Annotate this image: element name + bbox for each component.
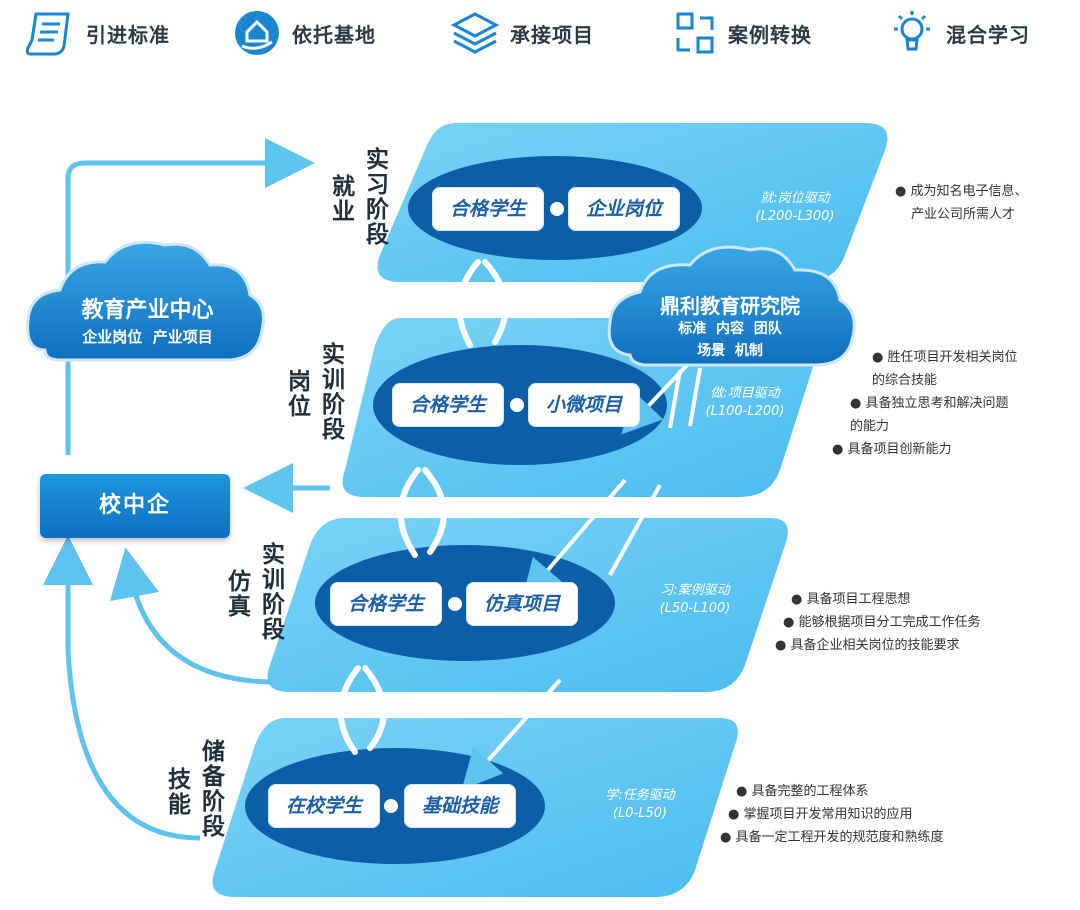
bullet-line: ● 掌握项目开发常用知识的应用 [728, 807, 913, 822]
stage-level: (L200-L300) [755, 209, 835, 224]
top-item-standards: 引进标准 [24, 8, 170, 58]
document-scroll-icon [25, 12, 70, 56]
top-item-base: 依托基地 [232, 8, 376, 58]
pill-left: 合格学生 [330, 582, 442, 626]
pill-right: 企业岗位 [568, 187, 680, 231]
research-institute-cloud [607, 245, 856, 367]
xiao-zhong-qi-box: 校中企 [40, 474, 230, 538]
stage-title-col1: 岗位 [288, 369, 311, 420]
bullet-line: ● 具备独立思考和解决问题 [850, 396, 1009, 411]
top-item-label: 依托基地 [292, 22, 376, 47]
top-item-label: 混合学习 [946, 22, 1030, 47]
lightbulb-icon [894, 11, 930, 51]
top-item-projects: 承接项目 [450, 8, 594, 58]
education-cloud-subtitle: 企业岗位 产业项目 [82, 328, 213, 346]
pill-left: 合格学生 [392, 383, 504, 427]
research-arrows [461, 360, 702, 790]
top-item-label: 承接项目 [510, 22, 594, 47]
research-cloud-line2: 场景 机制 [697, 343, 763, 359]
research-cloud-title: 鼎利教育研究院 [660, 294, 800, 318]
bullet-line: ● 具备完整的工程体系 [736, 784, 869, 799]
education-industry-cloud [26, 240, 265, 362]
stage-title-col1: 就业 [332, 174, 355, 225]
pill-right: 仿真项目 [466, 582, 578, 626]
bullet-line: 产业公司所需人才 [911, 207, 1016, 222]
stage-level: (L100-L200) [705, 404, 785, 419]
stage-drive: 做:项目驱动 [710, 386, 780, 401]
pill-left: 在校学生 [268, 784, 380, 828]
bullet-line: ● 具备项目工程思想 [791, 592, 911, 607]
top-item-case: 案例转换 [672, 8, 812, 58]
stage-drive: 就:岗位驱动 [760, 191, 830, 206]
stage-title-col2: 实习阶段 [366, 147, 389, 248]
stage-title-col2: 实训阶段 [262, 542, 285, 643]
top-item-learning: 混合学习 [888, 8, 1030, 58]
top-item-label: 案例转换 [728, 22, 812, 47]
bullet-line: ● 胜任项目开发相关岗位 [872, 350, 1018, 365]
top-item-label: 引进标准 [86, 22, 170, 47]
stage-bullets-position: ● 胜任项目开发相关岗位 的综合技能 ● 具备独立思考和解决问题 的能力 ● 具… [832, 346, 1017, 461]
stage-title-col2: 储备阶段 [202, 739, 225, 840]
bullet-line: 的综合技能 [872, 373, 938, 388]
stage-drive: 学:任务驱动 [605, 788, 675, 803]
bullet-line: ● 具备项目创新能力 [832, 442, 952, 457]
stage-level: (L0-L50) [612, 806, 668, 821]
hand-house-icon [235, 11, 279, 55]
stage-bullets-employment: ● 成为知名电子信息、 产业公司所需人才 [895, 180, 1027, 226]
convert-arrows-icon [676, 12, 714, 54]
research-cloud-line1: 标准 内容 团队 [678, 321, 782, 337]
stage-title-col2: 实训阶段 [322, 342, 345, 443]
stage-bullets-simulation: ● 具备项目工程思想 ● 能够根据项目分工完成工作任务 ● 具备企业相关岗位的技… [775, 588, 980, 657]
stage-title-col1: 技能 [168, 767, 191, 818]
cycle-arrows [337, 259, 509, 755]
bullet-line: ● 能够根据项目分工完成工作任务 [783, 615, 981, 630]
layers-icon [450, 12, 500, 54]
bullet-line: 的能力 [850, 419, 890, 434]
bullet-line: ● 成为知名电子信息、 [895, 184, 1028, 199]
bullet-line: ● 具备企业相关岗位的技能要求 [775, 638, 960, 653]
left-loop-arrows [43, 138, 330, 841]
stage-drive: 习:案例驱动 [660, 583, 730, 598]
stage-bullets-reserve: ● 具备完整的工程体系 ● 掌握项目开发常用知识的应用 ● 具备一定工程开发的规… [720, 780, 943, 849]
stage-level: (L50-L100) [659, 601, 731, 616]
pill-right: 基础技能 [404, 784, 516, 828]
pill-right: 小微项目 [528, 383, 640, 427]
stage-title-col1: 仿真 [228, 569, 251, 620]
top-bar: 引进标准 依托基地 承接项目 案例转换 [0, 0, 1080, 70]
bullet-line: ● 具备一定工程开发的规范度和熟练度 [720, 830, 944, 845]
education-cloud-title: 教育产业中心 [81, 298, 214, 323]
pill-left: 合格学生 [432, 187, 544, 231]
